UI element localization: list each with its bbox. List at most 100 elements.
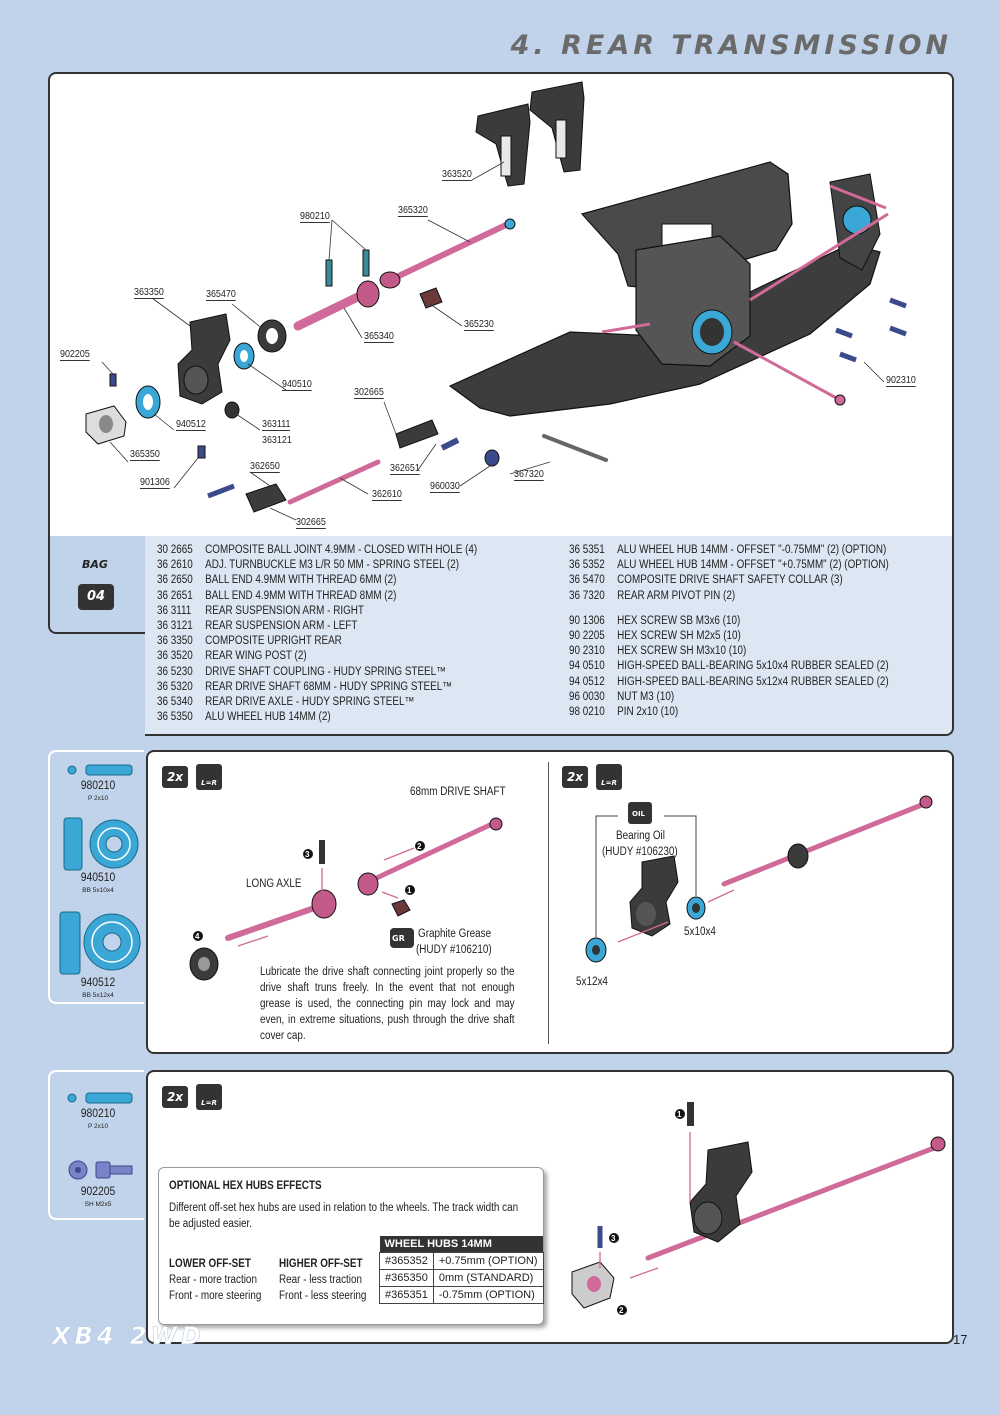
drive-shaft-365320 xyxy=(379,218,516,289)
side-item-sub: P 2x10 xyxy=(87,795,109,802)
oil-label-1: Bearing Oil xyxy=(616,830,665,842)
lr-badge: L=R xyxy=(596,764,622,790)
step-number-3: 3 xyxy=(305,850,310,859)
pins-980210 xyxy=(325,249,370,287)
oil-icon: OIL xyxy=(632,810,646,818)
higher-offset-title: HIGHER OFF-SET xyxy=(279,1258,363,1270)
label-960030: 960030 xyxy=(430,480,460,493)
upright-363350 xyxy=(177,313,231,405)
label-362651: 362651 xyxy=(390,462,420,475)
info-text: Different off-set hex hubs are used in r… xyxy=(169,1202,519,1230)
label-365230: 365230 xyxy=(464,318,494,331)
label-980210: 980210 xyxy=(300,210,330,223)
side-item-code: 980210 xyxy=(80,780,116,792)
wheel-hubs-table-title: WHEEL HUBS 14MM xyxy=(379,1236,544,1253)
label-365340: 365340 xyxy=(364,330,394,343)
side-item-sub: P 2x10 xyxy=(87,1123,109,1130)
side-item-sub: BB 5x12x4 xyxy=(82,992,114,999)
drive-axle-365340 xyxy=(293,280,380,331)
wheel-hubs-table: WHEEL HUBS 14MM #365352+0.75mm (OPTION) … xyxy=(379,1236,544,1304)
side-item-code: 980210 xyxy=(80,1108,116,1120)
label-902205: 902205 xyxy=(60,348,90,361)
label-302665-top: 302665 xyxy=(354,386,384,399)
step-number-1: 1 xyxy=(677,1110,682,1119)
step-divider xyxy=(548,762,549,1044)
higher-offset-line-2: Front - less steering xyxy=(279,1290,367,1302)
step1-diagram xyxy=(189,817,503,981)
screws-902310 xyxy=(835,297,907,363)
exploded-view-panel: 363520 980210 365320 363350 365470 36523… xyxy=(48,72,954,542)
bag-number: 04 xyxy=(78,584,114,610)
step-parts-sidebar-2: 980210 P 2x10 902205 SH M2x5 xyxy=(48,1070,144,1220)
bag-indicator: BAG 04 xyxy=(48,536,145,634)
page-title: 4. REAR TRANSMISSION xyxy=(510,30,952,61)
label-365320: 365320 xyxy=(398,204,428,217)
label-302665-bottom: 302665 xyxy=(296,516,326,529)
side-item-sub: SH M2x5 xyxy=(84,1201,112,1208)
side-item-code: 940512 xyxy=(80,977,116,989)
rear-wing-posts xyxy=(475,81,585,187)
label-367320: 367320 xyxy=(514,468,544,481)
label-363121: 363121 xyxy=(262,434,292,446)
label-363520: 363520 xyxy=(442,168,472,181)
step3-diagram xyxy=(571,1102,946,1315)
grease-icon: GR xyxy=(392,934,405,943)
label-365470: 365470 xyxy=(206,288,236,301)
bag-word: BAG xyxy=(82,558,108,571)
step-number-3: 3 xyxy=(611,1234,616,1243)
label-365350: 365350 xyxy=(130,448,160,461)
higher-offset-line-1: Rear - less traction xyxy=(279,1274,363,1286)
info-title: OPTIONAL HEX HUBS EFFECTS xyxy=(169,1180,322,1192)
label-940512: 940512 xyxy=(176,418,206,431)
page-number: 17 xyxy=(953,1332,968,1347)
hex-hubs-info-box: OPTIONAL HEX HUBS EFFECTS Different off-… xyxy=(158,1167,544,1325)
side-item-code: 940510 xyxy=(80,872,116,884)
coupling-365230 xyxy=(419,287,443,309)
side-part-icons xyxy=(67,1092,133,1180)
table-row: #365351-0.75mm (OPTION) xyxy=(379,1286,544,1304)
table-row: #365352+0.75mm (OPTION) xyxy=(379,1252,544,1270)
side-item-code: 902205 xyxy=(80,1186,116,1198)
step2-diagram xyxy=(585,795,933,963)
label-362610: 362610 xyxy=(372,488,402,501)
lubrication-note: Lubricate the drive shaft connecting joi… xyxy=(260,966,515,1042)
lower-offset-line-1: Rear - more traction xyxy=(169,1274,257,1286)
step-panel-1-2: 2x L=R 3 2 1 4 GR 68mm DRIVE SHAFT LONG … xyxy=(146,750,954,1054)
grease-label-1: Graphite Grease xyxy=(418,928,492,940)
bearing-label-5x10x4: 5x10x4 xyxy=(684,926,716,938)
label-363350: 363350 xyxy=(134,286,164,299)
side-item-sub: BB 5x10x4 xyxy=(82,887,114,894)
step-number-4: 4 xyxy=(195,932,200,941)
lower-offset-line-2: Front - more steering xyxy=(169,1290,262,1302)
qty-badge: 2x xyxy=(162,766,188,788)
exploded-diagram xyxy=(85,81,907,521)
qty-badge: 2x xyxy=(562,766,588,788)
label-362650: 362650 xyxy=(250,460,280,473)
bearing-label-5x12x4: 5x12x4 xyxy=(576,976,608,988)
label-940510: 940510 xyxy=(282,378,312,391)
